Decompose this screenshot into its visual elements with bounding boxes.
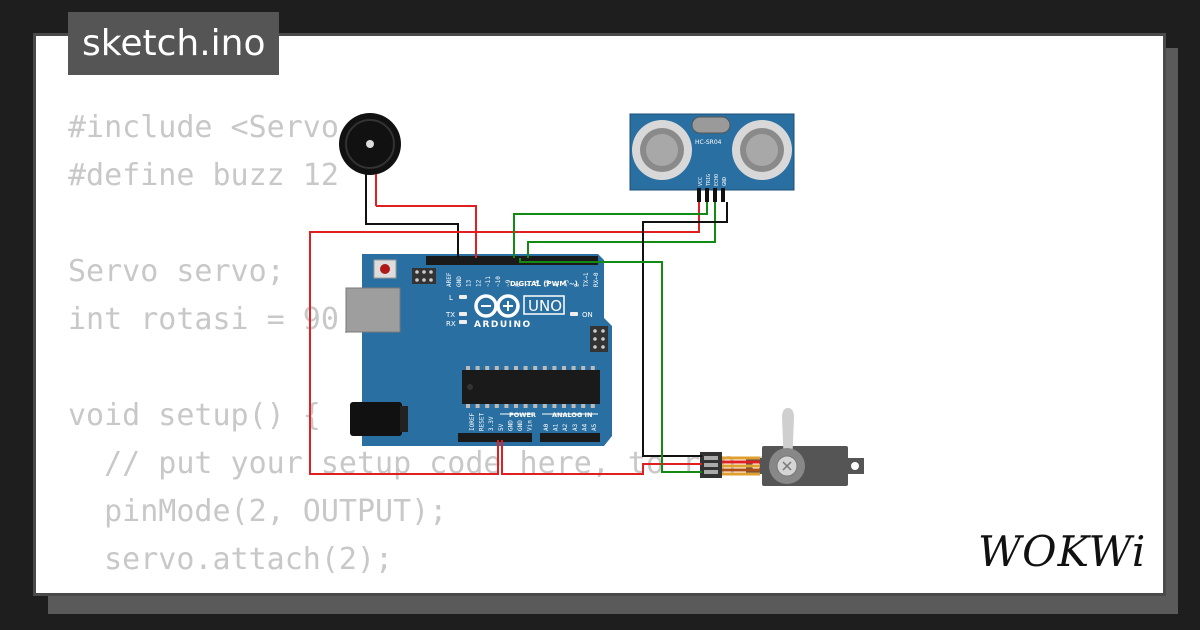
svg-text:WOKWi: WOKWi — [978, 527, 1146, 576]
pin-label: 2 — [573, 283, 580, 287]
pin-label: 7 — [524, 283, 531, 287]
pin-label: GND — [722, 177, 728, 186]
pin-label: VCC — [698, 177, 704, 186]
wires — [309, 202, 728, 475]
pin-label: A0 — [543, 423, 550, 431]
pin-label: 4 — [554, 283, 561, 287]
pin-label: ~6 — [534, 279, 541, 287]
pin-label: TRIG — [706, 174, 712, 186]
pin-label: 8 — [515, 283, 522, 287]
servo-motor[interactable] — [700, 408, 864, 486]
pin-label: GND — [507, 420, 514, 431]
code-line: pinMode(2, OUTPUT); — [68, 494, 448, 529]
buzzer[interactable] — [339, 113, 401, 206]
code-line: Servo servo; — [68, 254, 285, 289]
pin-label: 12 — [475, 279, 482, 287]
power-label: POWER — [509, 411, 536, 419]
pin-label: Vin — [527, 420, 534, 431]
pin-label: GND — [517, 420, 524, 431]
analog-label: ANALOG IN — [552, 411, 592, 419]
atmega-chip — [462, 370, 600, 404]
code-line: void setup() { — [68, 398, 321, 433]
pin-label: IOREF — [469, 413, 476, 431]
pin-label: TX→1 — [583, 272, 590, 287]
pin-label: RESET — [479, 413, 486, 431]
pin-label: A3 — [572, 423, 579, 431]
code-line: #define buzz 12 — [68, 158, 339, 193]
pin-label: A1 — [553, 423, 560, 431]
pin-label: ~5 — [544, 279, 551, 287]
pin-label: RX←0 — [593, 272, 600, 287]
pin-label: AREF — [446, 272, 453, 287]
code-line: servo.attach(2); — [68, 542, 394, 577]
arduino-logo-icon — [474, 294, 520, 318]
digital-label: DIGITAL (PWM ~) — [510, 280, 578, 288]
pin-label: 13 — [466, 279, 473, 287]
usb-connector — [345, 287, 401, 333]
wokwi-logo: WOKWi — [978, 527, 1146, 576]
pin-label: 3.3V — [488, 416, 495, 431]
pin-label: ~10 — [495, 276, 502, 287]
file-name-tab: sketch.ino — [68, 12, 280, 75]
digital-header — [426, 256, 598, 265]
pin-label: ECHO — [714, 174, 720, 186]
sensor-model: HC-SR04 — [695, 139, 722, 146]
pin-label: A2 — [562, 423, 569, 431]
power-header — [458, 433, 532, 442]
led-on-label: ON — [582, 311, 593, 319]
pin-label: A4 — [581, 423, 588, 431]
pin-label: 5V — [498, 423, 505, 431]
pin-label: ~3 — [564, 279, 571, 287]
board-maker: ARDUINO — [474, 320, 532, 330]
led-l-label: L — [449, 294, 453, 302]
code-line: } — [68, 590, 86, 593]
pin-label: ~9 — [505, 279, 512, 287]
board-model: UNO — [528, 297, 562, 315]
pin-label: A5 — [591, 423, 598, 431]
pin-label: GND — [456, 276, 463, 287]
analog-header — [540, 433, 600, 442]
led-rx-label: RX — [446, 320, 456, 328]
pin-label: ~11 — [485, 276, 492, 287]
power-jack — [350, 402, 402, 436]
led-tx-label: TX — [445, 311, 455, 319]
